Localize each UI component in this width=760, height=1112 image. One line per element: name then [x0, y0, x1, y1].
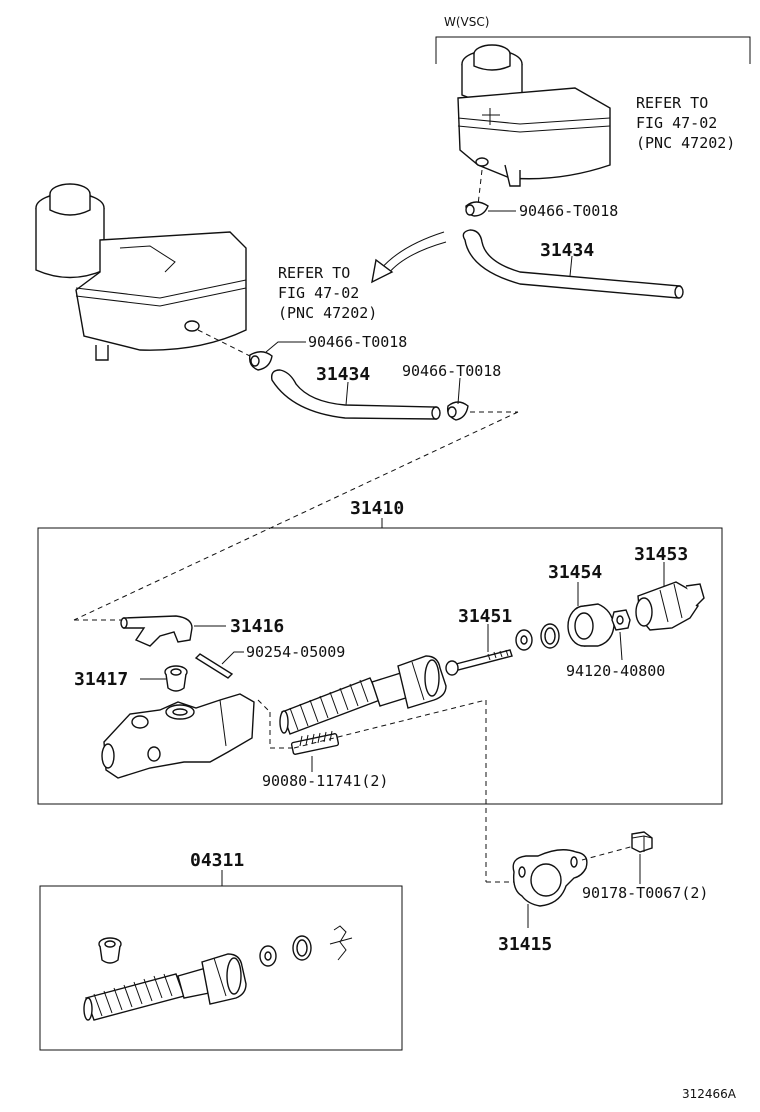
label-90254: 90254-05009	[246, 643, 345, 661]
washer-illustration	[515, 629, 533, 651]
label-31453: 31453	[634, 544, 688, 565]
leader-hose-lower	[345, 381, 349, 406]
grommet-31417-illustration	[164, 665, 188, 692]
leader-94120	[619, 631, 623, 661]
label-31454: 31454	[548, 562, 602, 583]
label-clip-lower-left: 90466-T0018	[308, 333, 407, 351]
cylinder-body-illustration	[101, 693, 255, 779]
label-hose-upper: 31434	[540, 240, 594, 261]
leader-upper-clip	[477, 169, 483, 206]
clip-lower-right-illustration	[446, 401, 469, 421]
kit-washer-illustration	[259, 945, 277, 967]
kit-grommet-illustration	[98, 937, 122, 964]
dash-nut	[581, 845, 635, 861]
label-31416: 31416	[230, 616, 284, 637]
refer-lower-line1: REFER TO	[278, 264, 350, 282]
hose-upper-illustration	[462, 229, 684, 299]
label-94120: 94120-40800	[566, 662, 665, 680]
refer-lower-line3: (PNC 47202)	[278, 304, 377, 322]
leader-lower-clip-dash	[197, 329, 255, 359]
label-90178: 90178-T0067(2)	[582, 884, 708, 902]
hose-lower-illustration	[270, 369, 441, 420]
dash-diagonal	[73, 411, 519, 621]
kit-clip-illustration	[329, 925, 353, 961]
label-hose-lower: 31434	[316, 364, 370, 385]
refer-lower-line2: FIG 47-02	[278, 284, 359, 302]
leader-clip-lower-right	[457, 377, 461, 405]
bolt-90080-illustration	[290, 730, 340, 755]
gasket-31415-illustration	[512, 849, 588, 907]
diagram-id: 312466A	[682, 1087, 737, 1101]
refer-upper-line2: FIG 47-02	[636, 114, 717, 132]
kit-snap-ring-illustration	[292, 935, 312, 961]
union-31416-illustration	[120, 615, 193, 647]
kit-piston-spring-illustration	[83, 953, 247, 1021]
label-31451: 31451	[458, 606, 512, 627]
clip-upper-illustration	[465, 201, 489, 217]
arrow-curve	[379, 231, 445, 271]
nut-94120-illustration	[611, 609, 631, 631]
label-90080: 90080-11741(2)	[262, 772, 388, 790]
assy-box	[37, 527, 723, 805]
reservoir-std-illustration	[35, 183, 247, 361]
variant-label: W(VSC)	[444, 15, 489, 29]
dash-gasket-upper	[293, 699, 487, 749]
label-clip-upper: 90466-T0018	[519, 202, 618, 220]
refer-upper-line1: REFER TO	[636, 94, 708, 112]
label-04311: 04311	[190, 850, 244, 871]
variant-bracket	[435, 36, 751, 64]
kit-box	[39, 885, 403, 1051]
label-clip-lower-right: 90466-T0018	[402, 362, 501, 380]
snap-ring-illustration	[540, 623, 560, 649]
arrow-head	[371, 258, 394, 284]
refer-upper-line3: (PNC 47202)	[636, 134, 735, 152]
arrow-curve-2	[387, 241, 447, 275]
cup-31454-illustration	[567, 603, 615, 647]
label-31417: 31417	[74, 669, 128, 690]
label-assy: 31410	[350, 498, 404, 519]
pin-90254-illustration	[194, 653, 234, 679]
leader-clip-lower-left	[265, 341, 306, 353]
clip-lower-left-illustration	[248, 351, 273, 371]
leader-90254	[221, 651, 244, 665]
nut-90178-illustration	[631, 831, 653, 853]
leader-hose-upper	[569, 255, 573, 277]
piston-spring-illustration	[279, 655, 447, 735]
reservoir-vsc-illustration	[457, 44, 611, 187]
rod-31451-illustration	[445, 649, 513, 676]
label-31415: 31415	[498, 934, 552, 955]
boot-31453-illustration	[635, 581, 705, 631]
dash-body-spring	[257, 699, 271, 713]
